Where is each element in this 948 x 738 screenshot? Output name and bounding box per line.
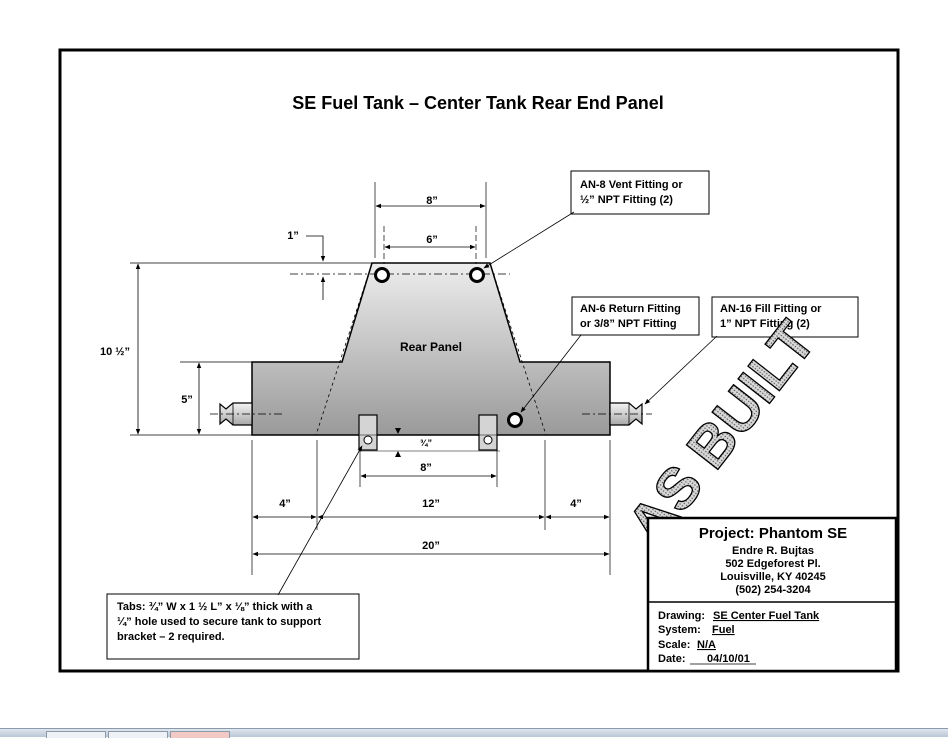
drawing-border xyxy=(58,48,900,673)
callout-vent-box xyxy=(570,170,710,215)
callout-tabs-line2: ¼” hole used to secure tank to support xyxy=(117,616,321,628)
taskbar-button[interactable] xyxy=(170,731,230,738)
project-title: Project: Phantom SE xyxy=(699,525,847,542)
date-value: 04/10/01 xyxy=(707,653,750,665)
owner-phone: (502) 254-3204 xyxy=(735,584,811,596)
callout-tabs-line1: Tabs: ¾” W x 1 ½ L” x ⅛” thick with a xyxy=(117,601,313,613)
callout-vent-line1: AN-8 Vent Fitting or xyxy=(580,179,683,191)
tab-left xyxy=(358,414,378,451)
dim-tab-spacing: 8” xyxy=(420,462,432,474)
scale-label: Scale: xyxy=(658,639,690,651)
callout-fill-box xyxy=(711,296,859,338)
taskbar-button[interactable] xyxy=(46,731,106,738)
drawing-label: Drawing: xyxy=(658,610,705,622)
dim-overall-height: 10 ½” xyxy=(100,346,130,358)
drawing-title: SE Fuel Tank – Center Tank Rear End Pane… xyxy=(292,93,663,113)
vent-fitting-left xyxy=(374,267,390,283)
dim-tab-width: ¾” xyxy=(420,438,432,448)
callout-fill-line1: AN-16 Fill Fitting or xyxy=(720,303,822,315)
callout-return-line2: or 3/8” NPT Fitting xyxy=(580,318,677,330)
system-label: System: xyxy=(658,624,701,636)
taskbar xyxy=(0,728,948,738)
return-fitting xyxy=(507,412,523,428)
vent-fitting-right xyxy=(469,267,485,283)
panel-label: Rear Panel xyxy=(400,340,462,354)
title-block xyxy=(646,516,898,673)
dim-top-outer: 8” xyxy=(426,195,438,207)
date-label: Date: xyxy=(658,653,686,665)
callout-tabs-box xyxy=(106,593,360,660)
callout-tabs-line3: bracket – 2 required. xyxy=(117,631,225,643)
dim-left-segment: 4” xyxy=(279,498,291,510)
owner-city: Louisville, KY 40245 xyxy=(720,571,826,583)
tab-right xyxy=(478,414,498,451)
callout-fill-line2: 1” NPT Fitting (2) xyxy=(720,318,810,330)
drawing-value: SE Center Fuel Tank xyxy=(713,610,820,622)
callout-return-line1: AN-6 Return Fitting xyxy=(580,303,681,315)
scale-value: N/A xyxy=(697,639,716,651)
dim-top-inner: 6” xyxy=(426,234,438,246)
dim-fitting-offset: 1” xyxy=(287,230,299,242)
taskbar-button[interactable] xyxy=(108,731,168,738)
dim-center-segment: 12” xyxy=(422,498,440,510)
callout-vent-line2: ½” NPT Fitting (2) xyxy=(580,194,673,206)
callout-return-box xyxy=(571,296,700,336)
owner-street: 502 Edgeforest Pl. xyxy=(725,558,820,570)
dim-overall-width: 20” xyxy=(422,540,440,552)
system-value: Fuel xyxy=(712,624,735,636)
dim-body-height: 5” xyxy=(181,394,193,406)
owner-name: Endre R. Bujtas xyxy=(732,545,814,557)
dim-right-segment: 4” xyxy=(570,498,582,510)
